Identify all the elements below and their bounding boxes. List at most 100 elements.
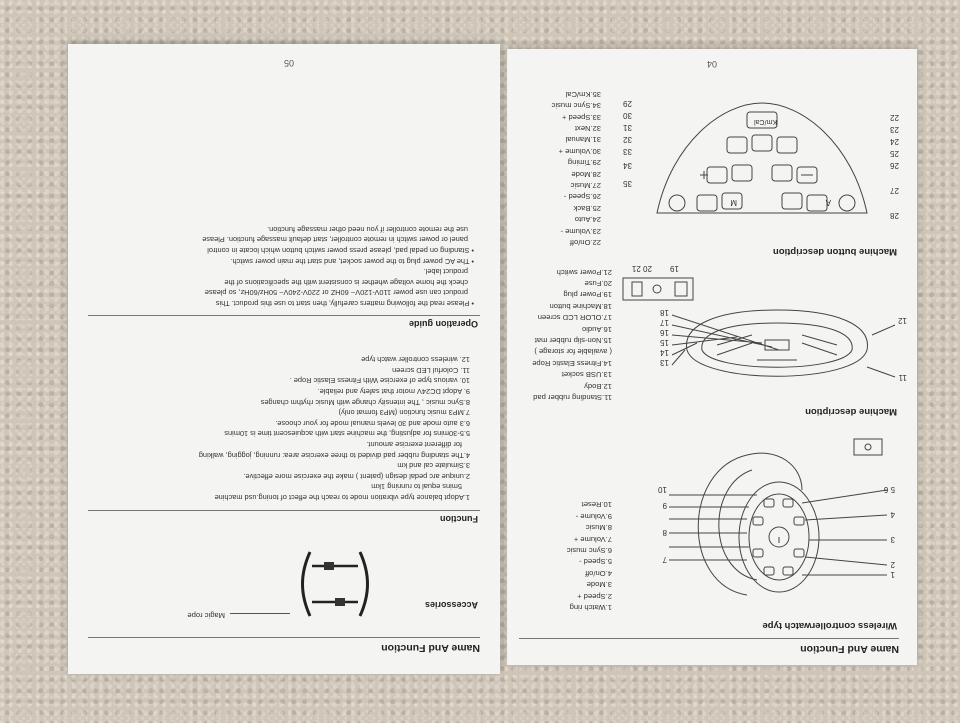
machine-items: 11.Standing rubber pad 12.Body 13.USB so… xyxy=(532,266,612,403)
callout-number: 27 xyxy=(890,186,899,195)
operation-heading: Operation guide xyxy=(408,319,478,329)
callout-number: 28 xyxy=(890,211,899,220)
page-title: Name And Function xyxy=(800,643,899,655)
buttons-heading: Machine button description xyxy=(772,246,897,257)
accessory-item: Magic rope xyxy=(187,611,225,620)
plus-icon xyxy=(700,171,708,179)
manual-page-05: Name And Function Accessories Magic rope… xyxy=(68,44,500,674)
callout-number: 3 xyxy=(890,535,895,544)
control-panel-diagram xyxy=(656,102,868,214)
watch-key xyxy=(763,566,775,576)
list-item: 7.Volume + xyxy=(573,534,612,544)
panel-key xyxy=(776,136,798,154)
function-line: 8.Sync music , The intensity change with… xyxy=(260,397,470,407)
list-item: 13.USB socket xyxy=(561,370,612,380)
list-item: 11.Standing rubber pad xyxy=(533,393,612,402)
watch-key xyxy=(752,548,764,558)
callout-number: 8 xyxy=(662,528,667,537)
watch-key xyxy=(763,498,775,508)
list-item: 25.Back xyxy=(573,203,601,213)
callout-number: 4 xyxy=(890,510,895,519)
manual-page-04: Name And Function Wireless controllerwat… xyxy=(507,49,917,665)
switch-panel xyxy=(622,277,694,301)
callout-number: 15 xyxy=(660,338,669,347)
list-item: 35.Km/Cal xyxy=(565,89,601,99)
list-item: 33.Speed + xyxy=(561,112,601,122)
callout-number: 9 xyxy=(662,501,667,510)
panel-key xyxy=(781,192,803,210)
callout-number: 31 xyxy=(623,123,632,132)
list-item: 28.Mode xyxy=(571,169,601,179)
list-item: 22.On/off xyxy=(569,238,601,247)
function-line: 4.The standing rubber pad divided to thr… xyxy=(198,450,470,460)
function-line: for different exercise amount. xyxy=(366,440,462,450)
callout-number: 10 xyxy=(658,485,667,494)
callout-number: 17 xyxy=(660,318,669,327)
watch-band-outline xyxy=(697,452,803,596)
fuse-icon xyxy=(652,284,662,294)
function-line: 2.unique arc pedal design (patent ) make… xyxy=(243,471,470,481)
callout-number: 23 xyxy=(890,125,899,134)
list-item: 32.Next xyxy=(574,123,601,133)
watch-band-inner xyxy=(718,469,758,581)
panel-key xyxy=(806,194,828,212)
list-item: 27.Music xyxy=(570,180,601,190)
reset-detail xyxy=(853,438,883,456)
operation-line: panel or power switch in remote controll… xyxy=(202,235,468,245)
machine-body-outline xyxy=(686,309,868,377)
callout-number: 33 xyxy=(623,147,632,156)
operation-list: • Please read the following matters care… xyxy=(202,223,474,308)
list-item: 12.Body xyxy=(584,381,612,391)
watch-key xyxy=(782,566,794,576)
list-item: 15.Non-slip rubber mat xyxy=(534,335,612,345)
list-item: 26.Speed - xyxy=(563,192,601,202)
callout-number: 2 xyxy=(890,560,895,569)
panel-label: A xyxy=(825,198,831,207)
list-item: 14.Fitness Elastic Rope xyxy=(532,358,612,368)
watch-face-inner xyxy=(748,493,810,581)
power-plug-icon xyxy=(674,281,688,297)
function-line: 5mins equal to running 1km xyxy=(371,482,462,492)
machine-heading: Machine description xyxy=(805,406,897,417)
operation-line: • Standing on pedal pad, please press po… xyxy=(207,246,474,256)
title-rule xyxy=(519,638,899,639)
panel-label: M xyxy=(730,198,737,207)
callout-number: 19 xyxy=(670,264,679,273)
callout-number: 11 xyxy=(898,373,907,382)
lcd-screen xyxy=(764,339,790,351)
list-item: 8.Music xyxy=(585,523,612,533)
function-line: 10. various type of exercise With Fitnes… xyxy=(289,376,470,386)
list-item: 4.On/off xyxy=(585,568,612,578)
panel-key xyxy=(771,164,793,182)
callout-number: 22 xyxy=(890,113,899,122)
function-line: 6.3 auto mode and 30 levels manual mode … xyxy=(275,418,470,428)
list-item: 1.Watch ring xyxy=(569,603,612,612)
list-item: 23.Volume - xyxy=(560,226,601,236)
function-line: 1.Adopt balance type vibration mode to r… xyxy=(214,493,470,502)
operation-line: product can use power 110V-120V~ 60HZ or… xyxy=(204,288,468,298)
callout-number: 5 6 xyxy=(883,485,895,494)
power-button-icon xyxy=(838,194,856,212)
operation-line: • Please read the following matters care… xyxy=(215,299,474,308)
operation-line: • The AC power plug to the power socket,… xyxy=(230,256,474,266)
operation-line: product label. xyxy=(423,267,468,277)
wireless-items: 1.Watch ring 2.Speed + 3.Mode 4.On/off 5… xyxy=(567,499,612,613)
watch-key xyxy=(752,516,764,526)
page-title: Name And Function xyxy=(381,642,480,654)
list-item: 29.Timing xyxy=(567,158,601,168)
power-button-icon xyxy=(768,526,790,548)
list-item: 24.Auto xyxy=(574,215,601,225)
panel-key xyxy=(721,192,743,210)
function-line: 5.5-30mins for adjusting, the machine st… xyxy=(224,429,470,439)
watch-key xyxy=(793,516,805,526)
machine-body-diagram xyxy=(671,309,896,378)
callout-number: 7 xyxy=(662,555,667,564)
callout-number: 12 xyxy=(898,316,907,325)
function-line: 11. Colorful LED screen xyxy=(392,365,470,375)
rope-handle xyxy=(358,551,369,617)
power-switch-detail xyxy=(622,277,694,301)
panel-key xyxy=(746,111,778,129)
callout-number: 35 xyxy=(623,179,632,188)
list-item: 5.Speed - xyxy=(579,557,612,567)
